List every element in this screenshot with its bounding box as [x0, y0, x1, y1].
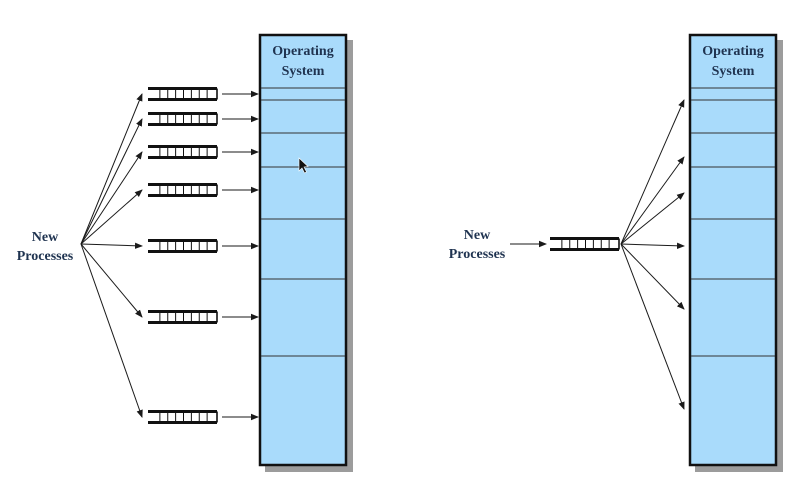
right-partition-lines	[691, 87, 775, 357]
right-fan-arrows	[620, 99, 685, 410]
right-os-title: Operating System	[691, 42, 775, 82]
left-new-processes-label: New Processes	[0, 228, 90, 266]
right-new-processes-label: New Processes	[432, 226, 522, 264]
right-scheme	[510, 33, 783, 472]
left-fan-arrows	[80, 93, 143, 418]
left-queue-7	[148, 410, 218, 424]
left-fan-arrow-3	[80, 151, 143, 245]
left-queues	[148, 87, 218, 424]
left-queue-3	[148, 145, 218, 159]
left-os-title-line1: Operating	[272, 44, 334, 59]
right-fan-arrow-3	[620, 192, 685, 245]
right-fan-arrow-4	[620, 242, 685, 249]
left-fan-arrow-5	[80, 242, 143, 249]
left-fan-arrow-6	[80, 243, 143, 318]
right-fan-arrow-5	[620, 243, 685, 310]
left-queue-2	[148, 112, 218, 126]
left-queue-5	[148, 239, 218, 253]
right-fan-arrow-2	[620, 156, 685, 245]
left-new-processes-line2: Processes	[16, 249, 74, 264]
right-new-processes-line1: New	[463, 228, 491, 243]
left-partition-lines	[261, 87, 345, 357]
left-new-processes-line1: New	[31, 230, 59, 245]
right-fan-arrow-6	[620, 243, 685, 410]
mouse-pointer-icon	[298, 157, 309, 174]
left-queue-6	[148, 310, 218, 324]
right-os-title-line2: System	[711, 64, 755, 79]
right-queues	[550, 237, 620, 251]
left-scheme	[80, 33, 353, 472]
left-queue-4	[148, 183, 218, 197]
left-fan-arrow-4	[80, 189, 143, 245]
right-os-title-line1: Operating	[702, 44, 764, 59]
left-memory-block	[258, 33, 348, 467]
left-fan-arrow-1	[80, 93, 143, 245]
right-new-processes-line2: Processes	[448, 247, 506, 262]
left-os-title-line2: System	[281, 64, 325, 79]
left-fan-arrow-7	[80, 243, 143, 418]
left-fan-arrow-2	[80, 118, 143, 245]
left-os-title: Operating System	[261, 42, 345, 82]
right-fan-arrow-1	[620, 99, 685, 245]
right-memory-block	[688, 33, 778, 467]
right-single-queue	[550, 237, 620, 251]
left-queue-1	[148, 87, 218, 101]
left-queue-arrows	[222, 90, 259, 421]
